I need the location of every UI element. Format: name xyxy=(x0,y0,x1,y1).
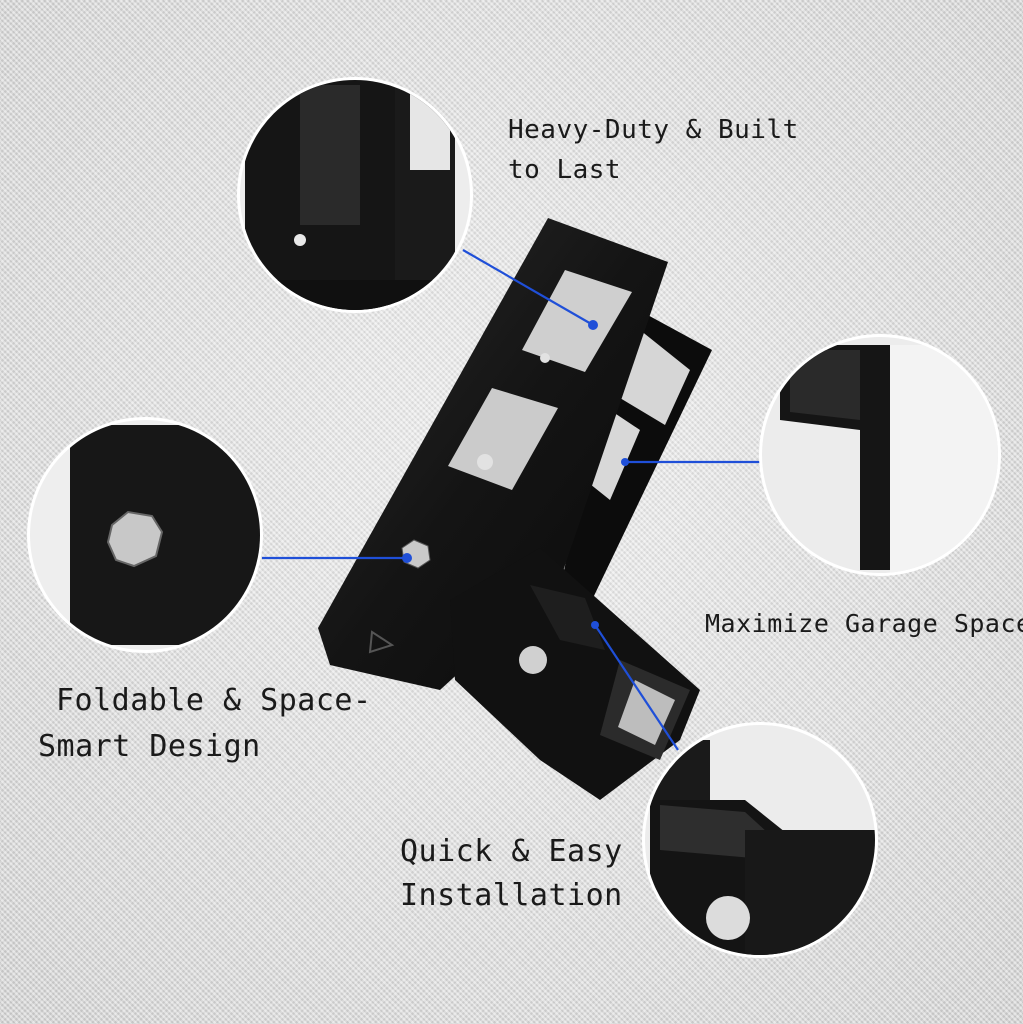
zoom-circle-foldable xyxy=(27,417,263,653)
callout-heavy-duty-line1: Heavy-Duty & Built xyxy=(508,115,799,145)
callout-installation-line1: Quick & Easy xyxy=(400,834,623,869)
leader-dots xyxy=(402,320,629,629)
callout-installation-line2: Installation xyxy=(400,878,623,913)
leader-heavy xyxy=(462,249,594,326)
callout-garage-space-line1: Maximize Garage Space xyxy=(705,609,1023,638)
bolt-closeup xyxy=(106,510,164,568)
pin-hole xyxy=(519,646,547,674)
plate-window-mid xyxy=(448,388,558,490)
dot-garage xyxy=(621,458,629,466)
receiver-clip xyxy=(530,585,605,650)
callout-foldable: Foldable & Space- Smart Design xyxy=(38,678,372,770)
hitch-receiver xyxy=(450,548,700,800)
zoom-circle-installation xyxy=(642,722,878,958)
bolt-hole xyxy=(477,454,493,470)
leader-lines xyxy=(262,249,760,751)
bracket-product xyxy=(318,218,712,800)
side-opening-mid xyxy=(585,410,640,500)
callout-foldable-line1: Foldable & Space- xyxy=(56,683,372,718)
plate-window-top xyxy=(522,270,632,372)
arrow-mark xyxy=(368,630,395,654)
zoom-circle-heavy-duty xyxy=(237,77,473,313)
leader-install xyxy=(594,624,679,751)
receiver-inner xyxy=(618,680,675,745)
small-hole xyxy=(540,353,550,363)
callout-garage-space: Maximize Garage Space xyxy=(705,606,1023,642)
zoom-circle-garage-space xyxy=(759,334,1001,576)
callout-heavy-duty: Heavy-Duty & Built to Last xyxy=(508,110,799,190)
callout-installation: Quick & Easy Installation xyxy=(400,830,623,918)
dot-foldable xyxy=(402,553,412,563)
dot-heavy xyxy=(588,320,598,330)
callout-foldable-line2: Smart Design xyxy=(38,729,261,764)
callout-heavy-duty-line2: to Last xyxy=(508,155,622,185)
dot-install xyxy=(591,621,599,629)
